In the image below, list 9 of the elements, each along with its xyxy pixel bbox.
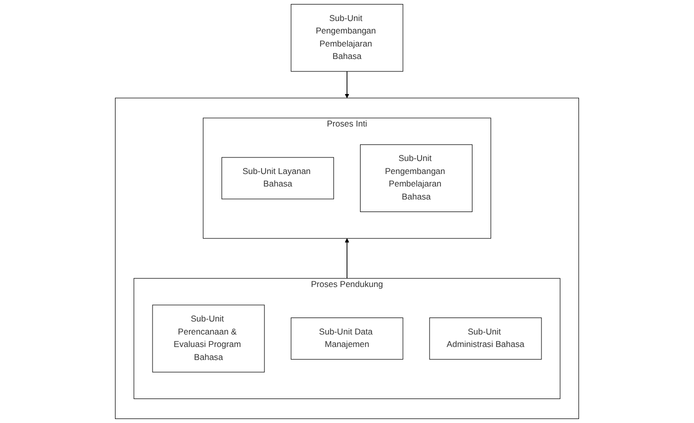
cluster [114, 98, 580, 419]
node-box: Sub-Unit Administrasi Bahasa [429, 318, 542, 360]
node-box: Sub-Unit Pengembangan Pembelajaran Bahasa [290, 4, 404, 72]
node-box: Sub-Unit Data Manajemen [290, 318, 404, 360]
node-box: Sub-Unit Layanan Bahasa [222, 157, 334, 200]
arrow [344, 238, 350, 279]
node-box: Sub-Unit Perencanaan & Evaluasi Program Bahasa [152, 304, 265, 372]
node-box: Sub-Unit Pengembangan Pembelajaran Bahasa [360, 144, 472, 212]
arrow [344, 71, 350, 98]
